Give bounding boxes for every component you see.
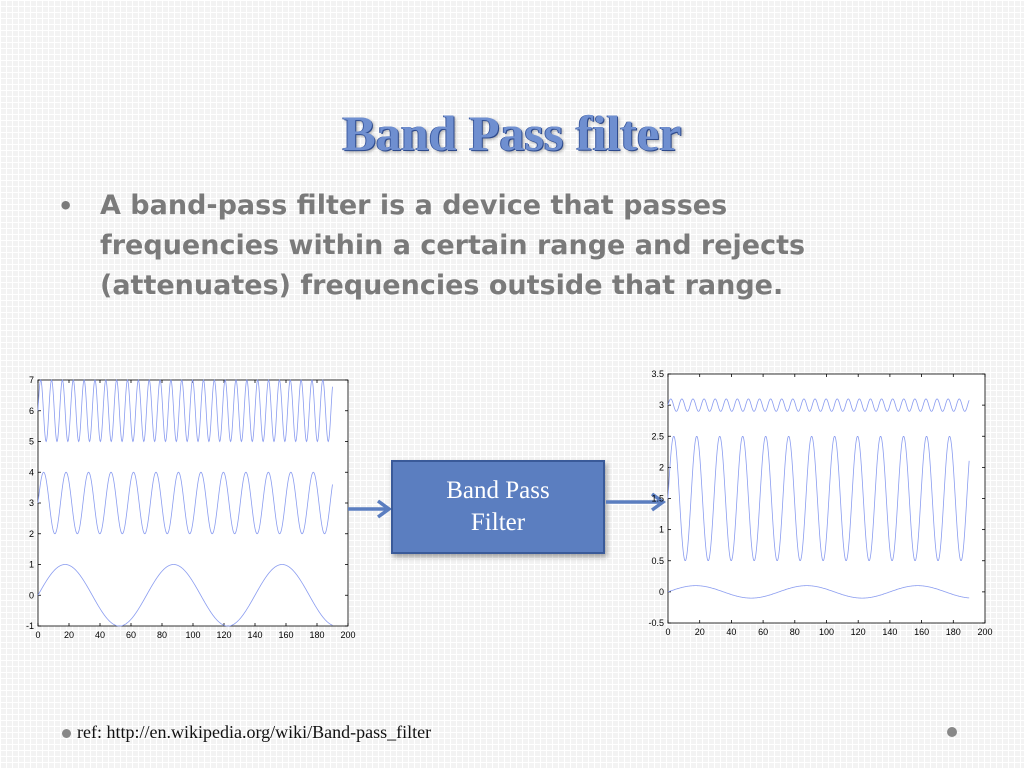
y-tick-label: 0 xyxy=(659,587,664,597)
x-tick-label: 180 xyxy=(946,627,961,637)
y-tick-label: 0.5 xyxy=(651,556,664,566)
y-tick-label: 7 xyxy=(29,375,34,385)
y-tick-label: 4 xyxy=(29,467,34,477)
series-line-2 xyxy=(667,435,970,562)
x-tick-label: 60 xyxy=(126,630,136,640)
filter-label: Band Pass Filter xyxy=(446,477,550,536)
y-tick-label: 3 xyxy=(29,498,34,508)
reference-link: ref: http://en.wikipedia.org/wiki/Band-p… xyxy=(62,722,431,743)
bullet-text: A band-pass filter is a device that pass… xyxy=(100,190,806,301)
y-tick-label: 6 xyxy=(29,406,34,416)
x-tick-label: 20 xyxy=(695,627,705,637)
band-pass-filter-box: Band Pass Filter xyxy=(391,460,605,554)
x-tick-label: 200 xyxy=(977,627,992,637)
input-arrow-icon xyxy=(348,499,392,519)
y-tick-label: 1 xyxy=(659,525,664,535)
x-tick-label: 40 xyxy=(95,630,105,640)
y-tick-label: 0 xyxy=(29,590,34,600)
x-tick-label: 80 xyxy=(157,630,167,640)
slide-title: Band Pass filter xyxy=(342,105,682,161)
y-tick-label: 1 xyxy=(29,560,34,570)
reference-text: ref: http://en.wikipedia.org/wiki/Band-p… xyxy=(77,722,432,742)
x-tick-label: 0 xyxy=(665,627,670,637)
y-tick-label: 2.5 xyxy=(651,431,664,441)
y-tick-label: 1.5 xyxy=(651,494,664,504)
x-tick-label: 20 xyxy=(64,630,74,640)
bullet-dot-icon: • xyxy=(58,192,74,220)
y-tick-label: 5 xyxy=(29,437,34,447)
y-tick-label: -0.5 xyxy=(648,618,664,628)
series-line-3 xyxy=(37,564,333,627)
x-tick-label: 120 xyxy=(851,627,866,637)
x-tick-label: 140 xyxy=(247,630,262,640)
x-tick-label: 160 xyxy=(278,630,293,640)
series-line-3 xyxy=(667,585,970,599)
output-arrow-icon xyxy=(606,492,666,512)
bullet-point: • A band-pass filter is a device that pa… xyxy=(58,186,878,306)
corner-dot-icon xyxy=(947,727,957,737)
x-tick-label: 100 xyxy=(185,630,200,640)
x-tick-label: 200 xyxy=(340,630,355,640)
x-tick-label: 60 xyxy=(758,627,768,637)
series-line-2 xyxy=(37,471,333,535)
x-tick-label: 80 xyxy=(790,627,800,637)
y-tick-label: 2 xyxy=(659,462,664,472)
x-tick-label: 0 xyxy=(35,630,40,640)
x-tick-label: 120 xyxy=(216,630,231,640)
x-tick-label: 40 xyxy=(726,627,736,637)
y-tick-label: 2 xyxy=(29,529,34,539)
x-tick-label: 100 xyxy=(819,627,834,637)
y-tick-label: 3 xyxy=(659,400,664,410)
series-line-1 xyxy=(37,379,333,443)
series-line-1 xyxy=(667,398,970,412)
y-tick-label: 3.5 xyxy=(651,369,664,379)
x-tick-label: 180 xyxy=(309,630,324,640)
x-tick-label: 160 xyxy=(914,627,929,637)
x-tick-label: 140 xyxy=(882,627,897,637)
y-tick-label: -1 xyxy=(26,621,34,631)
ref-bullet-icon xyxy=(62,729,71,739)
plot-area xyxy=(37,379,349,627)
plot-area xyxy=(667,373,986,624)
